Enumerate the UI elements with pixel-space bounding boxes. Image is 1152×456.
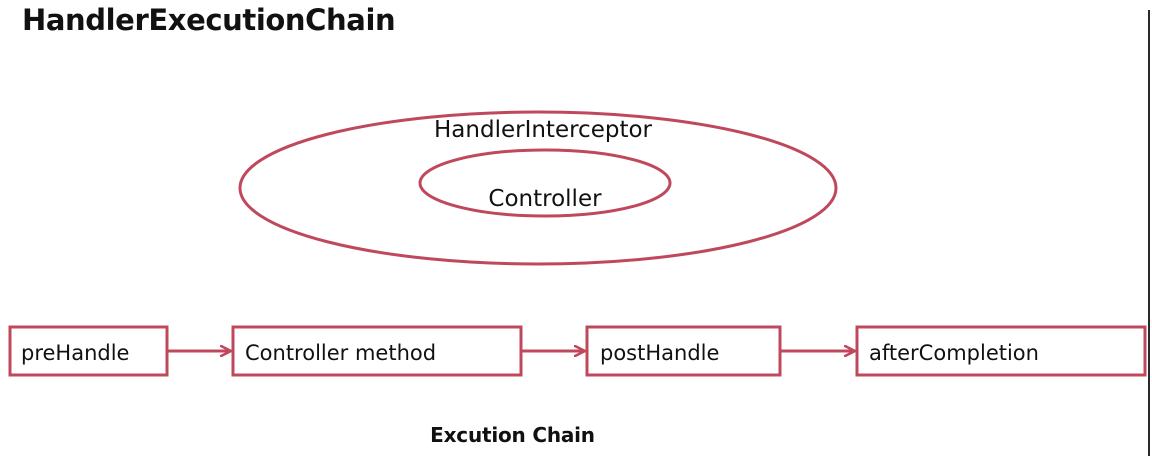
step-prehandle-label: preHandle <box>21 341 129 365</box>
frame-edge <box>1148 10 1150 456</box>
page-title: HandlerExecutionChain <box>22 3 396 37</box>
step-controller-method-label: Controller method <box>245 341 436 365</box>
controller-ellipse <box>418 148 672 218</box>
step-controller-method: Controller method <box>231 325 523 377</box>
step-aftercompletion-label: afterCompletion <box>869 341 1039 365</box>
interceptor-ellipse <box>238 110 838 266</box>
interceptor-label: HandlerInterceptor <box>434 117 653 143</box>
controller-label: Controller <box>488 186 602 212</box>
step-posthandle: postHandle <box>585 325 782 377</box>
step-prehandle: preHandle <box>8 325 169 377</box>
step-posthandle-label: postHandle <box>600 341 719 365</box>
chain-caption: Excution Chain <box>430 423 595 447</box>
step-aftercompletion: afterCompletion <box>855 325 1147 377</box>
